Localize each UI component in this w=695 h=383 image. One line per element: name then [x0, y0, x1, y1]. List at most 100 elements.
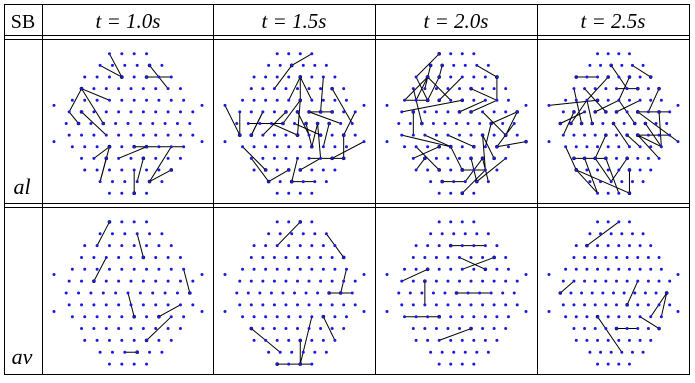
electrode-node	[501, 122, 505, 125]
electrode-node	[400, 133, 404, 137]
electrode-node	[339, 291, 343, 295]
electrode-node	[89, 122, 93, 125]
electrode-node	[157, 98, 161, 102]
electrode-node	[252, 98, 256, 102]
electrode-node	[319, 110, 323, 114]
electrode-node	[472, 75, 476, 79]
electrode-node	[353, 279, 357, 283]
electrode-node	[132, 244, 136, 248]
electrode-node	[449, 191, 453, 195]
electrode-node	[612, 291, 615, 295]
electrode-node	[472, 145, 476, 149]
electrode-node	[120, 315, 124, 319]
electrode-node	[249, 110, 253, 114]
electrode-node	[98, 232, 102, 236]
electrode-node	[107, 52, 111, 56]
electrode-node	[169, 145, 173, 149]
connection-edge	[626, 134, 641, 148]
connection-edge	[639, 316, 660, 329]
electrode-node	[107, 168, 111, 172]
electrode-node	[319, 133, 323, 137]
electrode-node	[460, 75, 464, 79]
electrode-node	[107, 244, 111, 248]
electrode-node	[330, 110, 334, 114]
electrode-node	[284, 255, 288, 259]
electrode-node	[657, 279, 661, 283]
connection-edge	[548, 99, 598, 106]
electrode-node	[558, 291, 562, 295]
electrode-node	[120, 98, 124, 102]
electrode-node	[423, 255, 427, 259]
electrode-node	[397, 291, 401, 295]
electrode-node	[92, 303, 96, 307]
electrode-node	[486, 350, 490, 354]
column-header-1: t = 1.0s	[96, 9, 161, 33]
connection-edge	[660, 292, 668, 317]
electrode-node	[423, 327, 427, 331]
electrode-node	[178, 303, 182, 307]
electrode-node	[636, 255, 640, 259]
electrode-node	[287, 168, 291, 172]
electrode-node	[362, 103, 366, 107]
electrode-node	[446, 255, 450, 259]
electrode-node	[275, 244, 279, 248]
electrode-node	[615, 255, 618, 259]
electrode-node	[310, 220, 314, 224]
electrode-node	[319, 87, 323, 91]
electrode-node	[472, 267, 476, 271]
electrode-node	[583, 87, 587, 91]
electrode-node	[636, 303, 640, 307]
electrode-node	[261, 303, 265, 307]
electrode-node	[344, 315, 348, 319]
electrode-node	[606, 191, 610, 195]
electrode-node	[463, 350, 467, 354]
electrode-node	[293, 122, 296, 125]
electrode-node	[182, 267, 186, 271]
electrode-node	[321, 338, 325, 342]
electrode-node	[414, 338, 418, 342]
electrode-node	[223, 140, 227, 144]
connection-edge	[613, 123, 630, 148]
electrode-node	[157, 267, 161, 271]
electrode-node	[437, 168, 441, 172]
electrode-node	[569, 291, 573, 295]
connection-edge	[146, 316, 172, 341]
electrode-node	[298, 98, 302, 102]
electrode-node	[107, 315, 111, 319]
electrode-node	[120, 362, 124, 366]
electrode-node	[638, 315, 642, 319]
electrode-node	[261, 255, 265, 259]
electrode-node	[437, 362, 441, 366]
electrode-node	[420, 122, 424, 125]
electrode-node	[620, 232, 624, 236]
network-panel	[385, 220, 528, 366]
electrode-node	[200, 309, 204, 313]
electrode-node	[440, 350, 444, 354]
electrode-node	[166, 303, 170, 307]
electrode-node	[321, 145, 325, 149]
connection-edge	[482, 134, 495, 159]
electrode-node	[319, 327, 323, 331]
electrode-node	[261, 87, 265, 91]
electrode-node	[304, 122, 308, 125]
electrode-node	[617, 168, 621, 172]
electrode-node	[649, 244, 653, 248]
connection-edge	[459, 257, 486, 270]
electrode-node	[593, 255, 597, 259]
electrode-node	[481, 156, 485, 160]
electrode-node	[330, 133, 334, 137]
electrode-node	[120, 191, 124, 195]
electrode-node	[515, 279, 519, 283]
electrode-node	[458, 255, 461, 259]
electrode-node	[495, 267, 499, 271]
electrode-node	[362, 140, 366, 144]
connection-edge	[586, 221, 620, 247]
electrode-node	[272, 279, 276, 283]
electrode-node	[583, 279, 587, 283]
electrode-node	[52, 309, 56, 313]
electrode-node	[135, 180, 139, 184]
electrode-node	[512, 291, 516, 295]
electrode-node	[615, 303, 618, 307]
electrode-node	[443, 122, 447, 125]
electrode-node	[625, 110, 629, 114]
